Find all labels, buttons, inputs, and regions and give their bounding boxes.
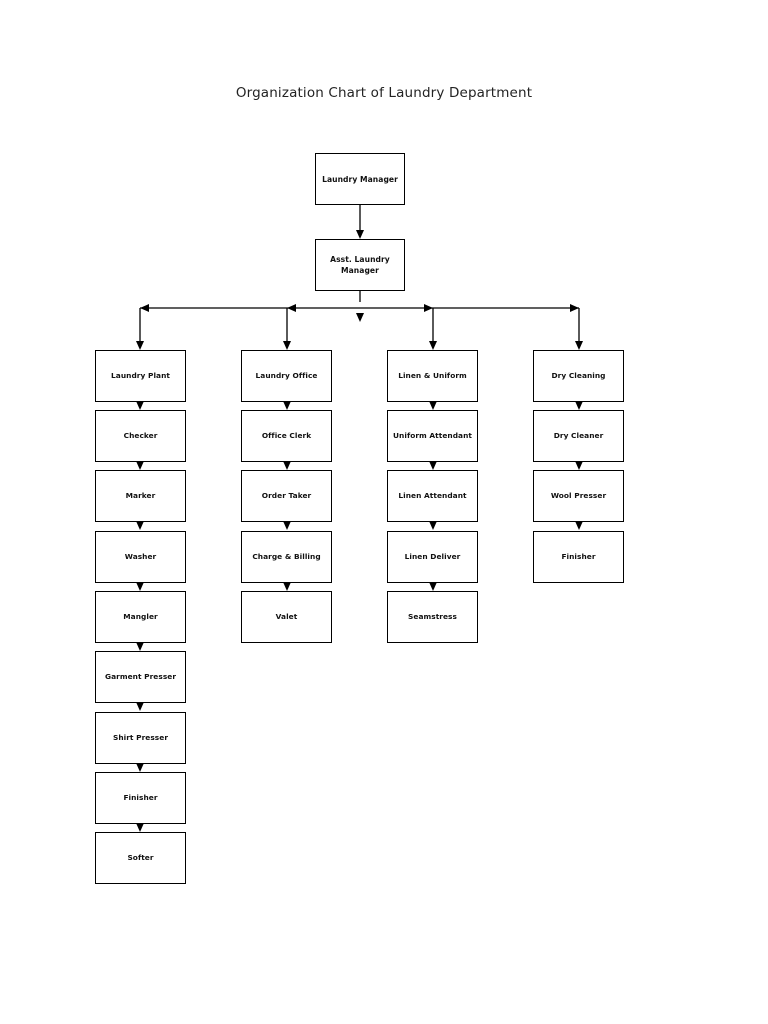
node-wool-presser[interactable]: Wool Presser — [533, 470, 624, 522]
node-finisher-dry[interactable]: Finisher — [533, 531, 624, 583]
node-label: Charge & Billing — [252, 551, 321, 561]
node-office-clerk[interactable]: Office Clerk — [241, 410, 332, 462]
node-label: Uniform Attendant — [393, 430, 472, 440]
node-laundry-office[interactable]: Laundry Office — [241, 350, 332, 402]
node-label: Finisher — [123, 792, 158, 802]
node-finisher-plant[interactable]: Finisher — [95, 772, 186, 824]
node-uniform-attendant[interactable]: Uniform Attendant — [387, 410, 478, 462]
node-label: Laundry Plant — [111, 370, 170, 380]
node-dry-cleaner[interactable]: Dry Cleaner — [533, 410, 624, 462]
node-dry-cleaning[interactable]: Dry Cleaning — [533, 350, 624, 402]
node-shirt-presser[interactable]: Shirt Presser — [95, 712, 186, 764]
node-label: Asst. Laundry Manager — [330, 255, 390, 275]
node-label: Checker — [123, 430, 158, 440]
node-label: Mangler — [123, 611, 158, 621]
node-label: Washer — [124, 551, 157, 561]
node-laundry-manager[interactable]: Laundry Manager — [315, 153, 405, 205]
node-marker[interactable]: Marker — [95, 470, 186, 522]
node-order-taker[interactable]: Order Taker — [241, 470, 332, 522]
page-title: Organization Chart of Laundry Department — [235, 85, 533, 101]
node-label: Finisher — [561, 551, 596, 561]
node-label: Laundry Office — [255, 370, 318, 380]
node-charge-billing[interactable]: Charge & Billing — [241, 531, 332, 583]
node-label: Garment Presser — [104, 671, 177, 681]
node-linen-attendant[interactable]: Linen Attendant — [387, 470, 478, 522]
node-linen-deliver[interactable]: Linen Deliver — [387, 531, 478, 583]
node-checker[interactable]: Checker — [95, 410, 186, 462]
node-label: Dry Cleaner — [553, 430, 604, 440]
node-valet[interactable]: Valet — [241, 591, 332, 643]
node-linen-uniform[interactable]: Linen & Uniform — [387, 350, 478, 402]
node-label: Shirt Presser — [112, 732, 169, 742]
node-label: Dry Cleaning — [551, 370, 606, 380]
node-laundry-plant[interactable]: Laundry Plant — [95, 350, 186, 402]
node-mangler[interactable]: Mangler — [95, 591, 186, 643]
node-garment-presser[interactable]: Garment Presser — [95, 651, 186, 703]
node-label: Office Clerk — [261, 430, 312, 440]
node-label: Linen Attendant — [398, 490, 467, 500]
node-label: Marker — [125, 490, 156, 500]
node-label: Seamstress — [408, 611, 457, 621]
node-label: Linen & Uniform — [398, 370, 467, 380]
node-softer[interactable]: Softer — [95, 832, 186, 884]
node-asst-laundry-manager[interactable]: Asst. Laundry Manager — [315, 239, 405, 291]
node-label: Order Taker — [261, 490, 312, 500]
node-label: Wool Presser — [550, 490, 607, 500]
node-washer[interactable]: Washer — [95, 531, 186, 583]
node-label: Linen Deliver — [404, 551, 461, 561]
node-seamstress[interactable]: Seamstress — [387, 591, 478, 643]
node-label: Laundry Manager — [322, 174, 398, 184]
node-label: Valet — [275, 611, 298, 621]
node-label: Softer — [127, 852, 154, 862]
